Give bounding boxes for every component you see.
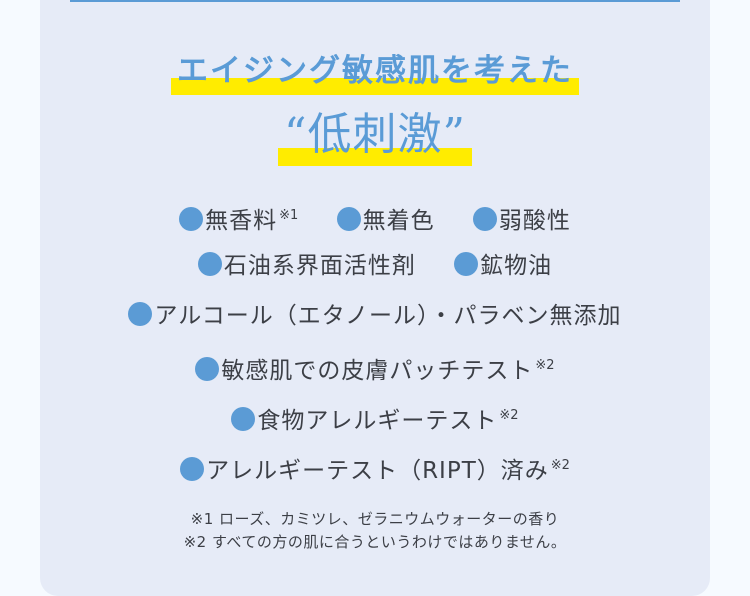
feature-item: 食物アレルギーテスト※2	[231, 393, 519, 444]
feature-item: 弱酸性	[472, 198, 571, 244]
feature-row: アレルギーテスト（RIPT）済み※2	[40, 443, 710, 493]
feature-label: アルコール（エタノール）・パラベン無添加	[154, 303, 622, 329]
bullet-dot-icon	[180, 457, 205, 481]
feature-label: 無着色	[362, 208, 435, 234]
heading-line1: エイジング敏感肌を考えた	[177, 53, 573, 89]
footnote-1: ※1 ローズ、カミツレ、ゼラニウムウォーターの香り	[190, 510, 560, 528]
feature-label: 敏感肌での皮膚パッチテスト	[221, 358, 534, 384]
heading-highlight: エイジング敏感肌を考えた	[171, 50, 579, 95]
heading-highlight: “低刺激”	[278, 104, 472, 166]
footnote-ref: ※2	[535, 358, 555, 373]
bullet-dot-icon	[195, 357, 220, 381]
feature-item: 石油系界面活性剤	[197, 243, 416, 289]
heading-line2-wrap: “低刺激”	[40, 104, 710, 166]
bullet-dot-icon	[197, 252, 222, 276]
bullet-dot-icon	[454, 252, 479, 276]
footnote-ref: ※1	[279, 208, 299, 223]
footnotes: ※1 ローズ、カミツレ、ゼラニウムウォーターの香り ※2 すべての方の肌に合うと…	[40, 508, 710, 554]
feature-item: アルコール（エタノール）・パラベン無添加	[128, 293, 621, 339]
feature-list: 無香料※1 無着色 弱酸性 石油系界面活性剤 鉱物油 アルコール（エタノール）・…	[40, 193, 710, 493]
feature-label: 無香料	[205, 208, 278, 234]
heading-line2: “低刺激”	[284, 109, 466, 160]
feature-label: 鉱物油	[480, 253, 553, 279]
feature-label: アレルギーテスト（RIPT）済み	[206, 458, 549, 484]
feature-item: 敏感肌での皮膚パッチテスト※2	[195, 343, 555, 394]
feature-row: 無香料※1 無着色 弱酸性	[40, 193, 710, 243]
bullet-dot-icon	[179, 207, 204, 231]
feature-row: 食物アレルギーテスト※2	[40, 393, 710, 443]
feature-item: 鉱物油	[454, 243, 552, 289]
feature-item: 無香料※1	[179, 193, 298, 244]
feature-label: 弱酸性	[498, 208, 571, 234]
bullet-dot-icon	[472, 207, 497, 231]
bullet-dot-icon	[231, 407, 256, 431]
feature-row: アルコール（エタノール）・パラベン無添加	[40, 293, 710, 343]
feature-label: 石油系界面活性剤	[223, 253, 416, 279]
heading-line1-wrap: エイジング敏感肌を考えた	[40, 50, 710, 95]
footnote-2: ※2 すべての方の肌に合うというわけではありません。	[183, 533, 567, 551]
feature-item: 無着色	[336, 198, 435, 244]
footnote-ref: ※2	[499, 408, 519, 423]
feature-row: 石油系界面活性剤 鉱物油	[40, 243, 710, 293]
bullet-dot-icon	[336, 207, 361, 231]
feature-label: 食物アレルギーテスト	[257, 408, 498, 434]
footnote-ref: ※2	[550, 458, 570, 473]
feature-row: 敏感肌での皮膚パッチテスト※2	[40, 343, 710, 393]
feature-item: アレルギーテスト（RIPT）済み※2	[180, 443, 570, 494]
bullet-dot-icon	[128, 302, 153, 326]
low-irritation-card: エイジング敏感肌を考えた “低刺激” 無香料※1 無着色 弱酸性 石油系界面活性…	[40, 0, 710, 596]
top-divider	[70, 0, 680, 2]
